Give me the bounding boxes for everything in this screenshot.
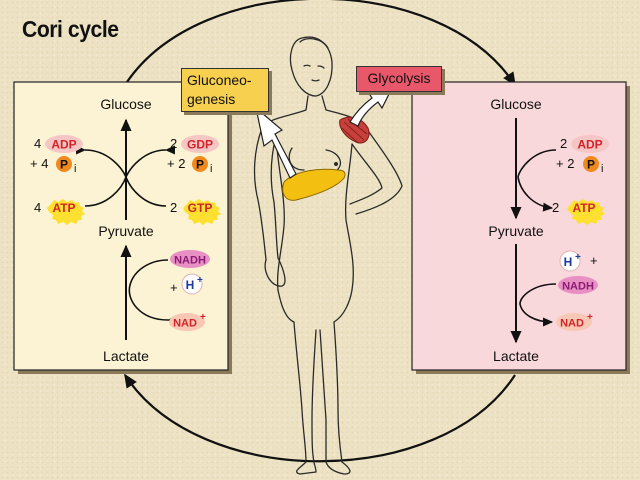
right-adp: ADP [577, 138, 602, 152]
right-pi-sub: i [601, 163, 603, 175]
left-adp-coef: 4 [34, 136, 41, 151]
cycle-arrow-top [124, 0, 516, 87]
human-figure [253, 36, 403, 475]
left-adp-curve [76, 145, 127, 178]
circulation-cycle [124, 0, 516, 463]
left-atp-coef: 4 [34, 200, 41, 215]
right-h: H [564, 255, 573, 269]
left-gdp-curve [125, 145, 175, 178]
left-glucose-label: Glucose [100, 96, 152, 112]
right-pyruvate-label: Pyruvate [488, 223, 543, 239]
left-h-prefix: + [170, 280, 178, 295]
right-p: P [587, 158, 595, 172]
right-nadh-curve [519, 283, 557, 327]
right-h-chip [559, 250, 581, 272]
left-atp-burst [47, 199, 85, 225]
right-pi-chip [583, 156, 599, 172]
left-gtp: GTP [188, 201, 213, 215]
left-pi2-coef: + 2 [167, 156, 185, 171]
left-nad-sup: + [200, 312, 206, 323]
glycolysis-label: Glycolysis [356, 66, 442, 92]
right-nad: NAD [560, 318, 584, 330]
left-lactate-label: Lactate [103, 348, 149, 364]
left-gtp-coef: 2 [170, 200, 177, 215]
left-h-chip [181, 273, 203, 295]
cycle-arrow-bottom [124, 373, 516, 463]
right-adp-coef: 2 [560, 136, 567, 151]
left-nad: NAD [173, 318, 197, 330]
gluconeogenesis-line2: genesis [187, 91, 236, 107]
right-adp-curve [517, 149, 557, 212]
left-gtp-burst [183, 199, 221, 225]
right-h-sup: + [575, 252, 581, 263]
left-pi-coef: + 4 [30, 156, 48, 171]
left-gdp-coef: 2 [170, 136, 177, 151]
left-nad-chip [169, 313, 205, 331]
right-lactate-label: Lactate [493, 348, 539, 364]
right-atp: ATP [572, 201, 595, 215]
gluconeogenesis-line1: Gluconeo- [187, 72, 252, 88]
left-pi-sub: i [74, 163, 76, 175]
left-adp-chip [45, 135, 83, 153]
left-nadh-curve [128, 259, 177, 325]
left-pyruvate-label: Pyruvate [98, 223, 153, 239]
glycolysis-arrow [349, 87, 394, 127]
left-h: H [186, 278, 195, 292]
left-gdp-chip [181, 135, 219, 153]
left-nadh: NADH [174, 255, 206, 267]
left-adp: ADP [51, 138, 76, 152]
right-nadh: NADH [562, 281, 594, 293]
right-atp-coef: 2 [552, 200, 559, 215]
liver-organ [282, 168, 346, 201]
right-atp-burst [567, 199, 605, 225]
left-pi2-sub: i [210, 163, 212, 175]
left-pi2-chip [192, 156, 208, 172]
right-nadh-chip [558, 276, 598, 294]
right-glucose-label: Glucose [490, 96, 542, 112]
right-nad-chip [556, 313, 592, 331]
left-gdp: GDP [187, 138, 213, 152]
left-h-sup: + [197, 275, 203, 286]
left-p2: P [196, 158, 204, 172]
gluconeogenesis-label: Gluconeo- genesis [181, 68, 269, 112]
right-nad-sup: + [587, 312, 593, 323]
right-h-suffix: + [590, 253, 598, 268]
left-atp: ATP [52, 201, 75, 215]
page-title: Cori cycle [22, 16, 119, 42]
right-adp-chip [571, 135, 609, 153]
left-nadh-chip [170, 250, 210, 268]
left-p: P [60, 158, 68, 172]
left-pi-chip [56, 156, 72, 172]
gluconeogenesis-arrow [255, 106, 297, 179]
right-pi-coef: + 2 [556, 156, 574, 171]
